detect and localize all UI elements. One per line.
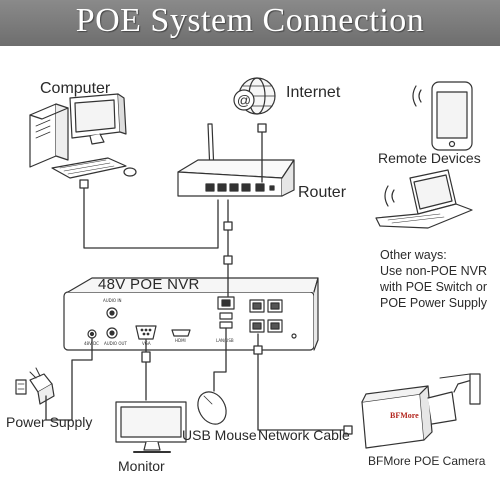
other-ways-line: Other ways: bbox=[380, 248, 447, 262]
laptop-icon bbox=[375, 169, 473, 229]
nvr-icon bbox=[63, 277, 319, 351]
power-supply-label: Power Supply bbox=[6, 414, 93, 430]
page-title: POE System Connection bbox=[75, 2, 425, 39]
bullet-camera-icon bbox=[361, 373, 481, 449]
phone-icon bbox=[412, 81, 473, 151]
other-ways-line: with POE Switch or bbox=[380, 280, 487, 294]
other-ways-note: Other ways: Use non-POE NVR with POE Swi… bbox=[380, 247, 487, 311]
remote-devices-label: Remote Devices bbox=[378, 150, 481, 166]
computer-icon bbox=[29, 93, 137, 179]
internet-globe-icon bbox=[233, 77, 276, 115]
router-label: Router bbox=[298, 184, 347, 201]
other-ways-line: Use non-POE NVR bbox=[380, 264, 487, 278]
at-sign-icon: @ bbox=[237, 92, 251, 108]
nvr-dc-label: 48V DC bbox=[84, 341, 99, 346]
usb-mouse-label: USB Mouse bbox=[182, 427, 257, 443]
nvr-audio-in-label: AUDIO IN bbox=[103, 298, 122, 303]
nvr-hdmi-label: HDMI bbox=[175, 338, 186, 343]
nvr-lan-usb-label: LAN/USB bbox=[216, 338, 234, 343]
nvr-vga-label: VGA bbox=[142, 341, 151, 346]
camera-label: BFMore POE Camera bbox=[368, 454, 486, 468]
power-adapter-icon bbox=[15, 367, 55, 405]
computer-label: Computer bbox=[40, 80, 111, 97]
title-banner: POE System Connection bbox=[0, 0, 500, 46]
cables bbox=[45, 123, 353, 435]
other-ways-line: POE Power Supply bbox=[380, 296, 487, 310]
camera-brand-text: BFMore bbox=[390, 411, 419, 420]
monitor-icon bbox=[115, 401, 187, 453]
monitor-label: Monitor bbox=[118, 458, 165, 474]
nvr-audio-out-label: AUDIO OUT bbox=[104, 341, 127, 346]
internet-label: Internet bbox=[286, 84, 341, 101]
router-icon bbox=[177, 123, 295, 197]
network-cable-label: Network Cable bbox=[258, 427, 350, 443]
mouse-icon bbox=[197, 391, 227, 425]
nvr-label: 48V POE NVR bbox=[98, 276, 200, 293]
